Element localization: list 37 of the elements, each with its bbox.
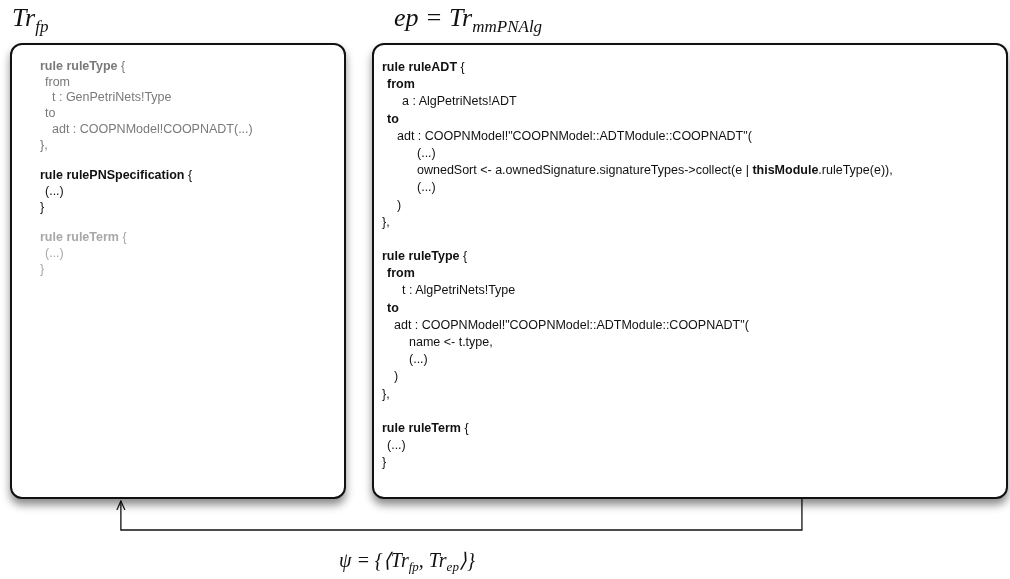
panel-heading: Tr$_{fp}$ bbox=[12, 3, 49, 37]
code-line: adt : COOPNModel!"COOPNModel::ADTModule::COOPNADT"( bbox=[394, 316, 749, 334]
code-line: to bbox=[387, 299, 399, 317]
code-line: (...) bbox=[409, 351, 428, 369]
code-line: ) bbox=[394, 368, 399, 386]
connector-arrow bbox=[116, 498, 803, 531]
code-line: rule ruleType { bbox=[382, 248, 468, 266]
code-line: adt : COOPNModel!"COOPNModel::ADTModule::COOPNADT"( bbox=[397, 127, 752, 145]
code-line: to bbox=[45, 106, 56, 122]
code-line: t : AlgPetriNets!Type bbox=[402, 282, 516, 300]
code-line: a : AlgPetriNets!ADT bbox=[402, 93, 517, 111]
code-line: (...) bbox=[417, 179, 436, 197]
code-line: t : GenPetriNets!Type bbox=[52, 90, 172, 107]
code-line: } bbox=[382, 454, 387, 472]
code-line: (...) bbox=[45, 246, 64, 262]
code-line: (...) bbox=[387, 437, 406, 455]
code-line: } bbox=[40, 199, 45, 216]
code-line: adt : COOPNModel!COOPNADT(...) bbox=[52, 121, 253, 138]
code-line: }, bbox=[382, 385, 390, 403]
code-line: name <- t.type, bbox=[409, 334, 493, 352]
code-line: ownedSort <- a.ownedSignature.signatureTypes->collect(e | thisModule.ruleType(e)), bbox=[417, 162, 893, 180]
code-line: from bbox=[387, 76, 415, 94]
code-line: (...) bbox=[45, 183, 64, 200]
code-line: from bbox=[387, 265, 415, 283]
panel-heading: ep = Tr$_{mmPNAlg}$ bbox=[394, 3, 543, 37]
code-line: } bbox=[40, 261, 45, 278]
code-line: rule rulePNSpecification { bbox=[40, 168, 193, 184]
code-line: ) bbox=[397, 196, 402, 214]
code-line: rule ruleADT { bbox=[382, 59, 465, 76]
code-line: (...) bbox=[417, 145, 436, 162]
code-line: }, bbox=[40, 137, 48, 154]
code-line: rule ruleTerm { bbox=[382, 419, 469, 437]
code-line: rule ruleTerm { bbox=[40, 230, 127, 247]
code-line: to bbox=[387, 110, 399, 128]
code-line: }, bbox=[382, 213, 390, 231]
code-line: from bbox=[45, 74, 70, 91]
code-line: rule ruleType { bbox=[40, 59, 126, 75]
